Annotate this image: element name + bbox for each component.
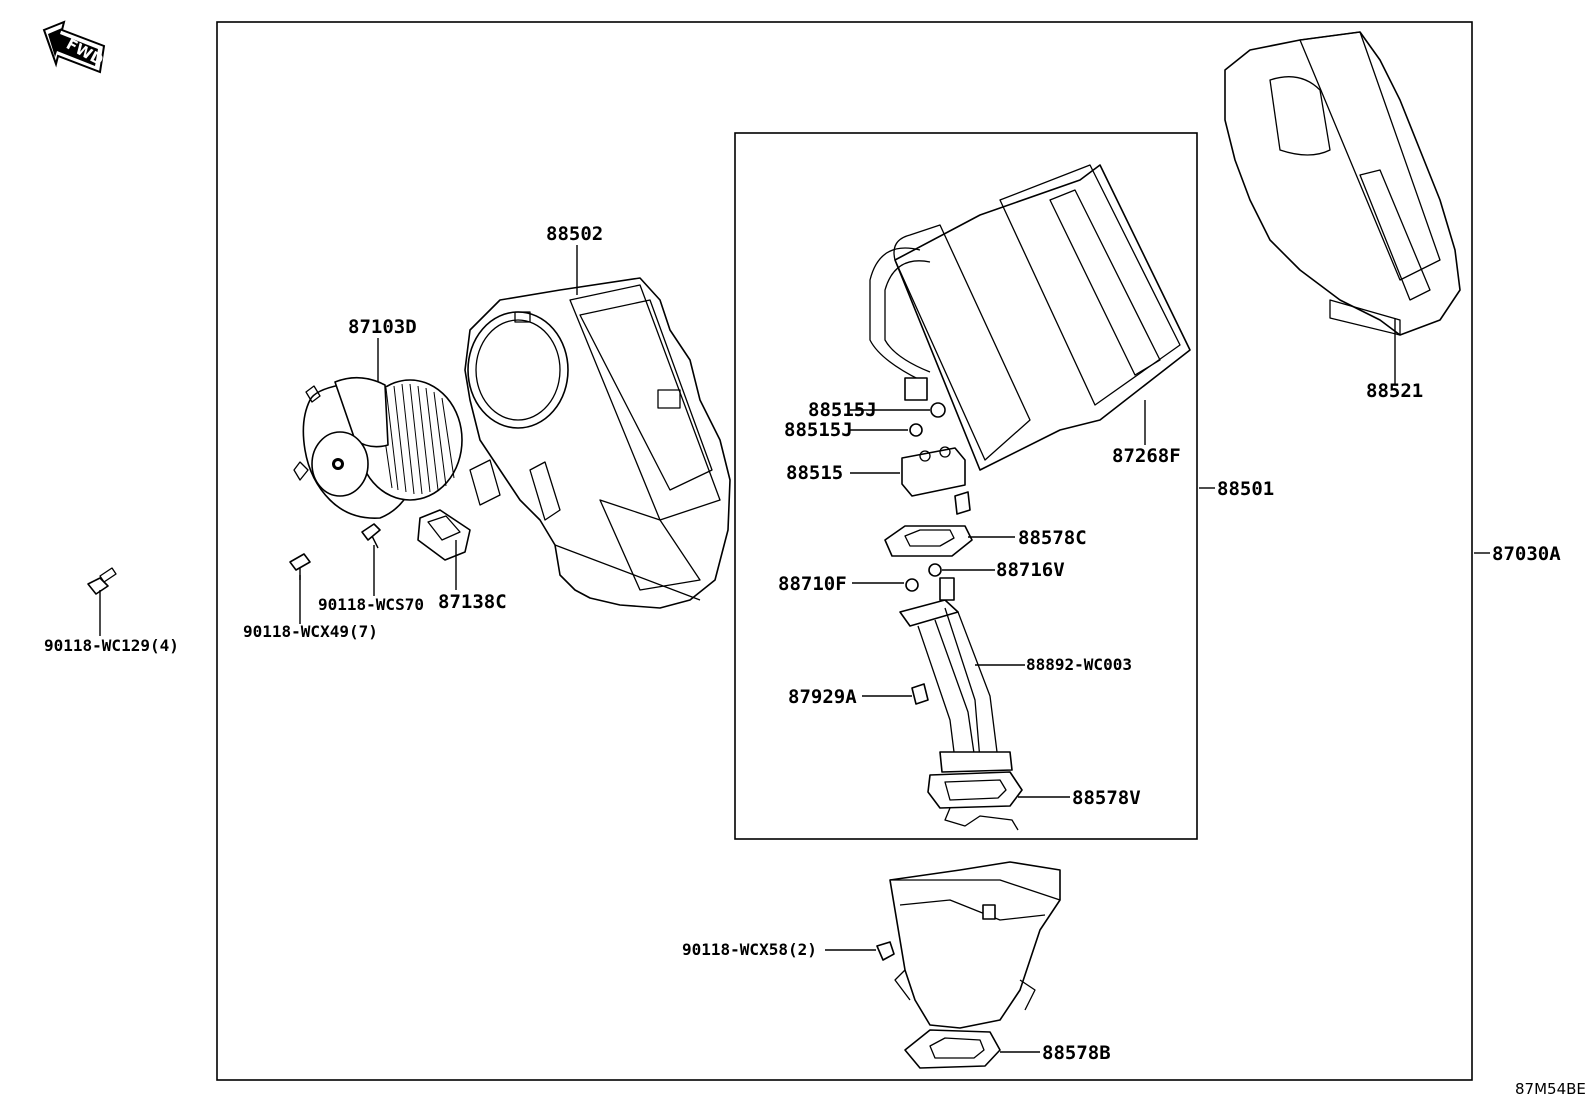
label-87103D: 87103D	[348, 316, 417, 338]
o-ring-88515J-a-icon	[930, 402, 946, 418]
o-ring-88515J-b-icon	[909, 423, 923, 437]
label-87030A: 87030A	[1492, 543, 1561, 565]
bolt-evap-icon	[954, 491, 971, 515]
label-88515: 88515	[786, 462, 843, 484]
blower-case-drawing	[464, 277, 731, 609]
label-90118-WC129: 90118-WC129(4)	[44, 636, 179, 655]
evaporator-drawing	[869, 164, 1191, 471]
bolt-87929A-icon	[911, 683, 929, 705]
label-88501: 88501	[1217, 478, 1274, 500]
tube-88892-drawing	[899, 577, 1013, 773]
label-88716V: 88716V	[996, 559, 1065, 581]
fwd-arrow-icon	[42, 20, 106, 74]
gasket-88578B-drawing	[904, 1029, 1001, 1069]
label-88892-WC003: 88892-WC003	[1026, 655, 1132, 674]
blower-motor-drawing	[293, 376, 463, 519]
o-ring-88710F-icon	[905, 578, 919, 592]
clip-wcx58-icon	[876, 941, 895, 961]
label-88515J-b: 88515J	[784, 419, 853, 441]
evaporator-subassembly-frame	[734, 132, 1198, 840]
label-87268F: 87268F	[1112, 445, 1181, 467]
label-88710F: 88710F	[778, 573, 847, 595]
label-90118-WCS70: 90118-WCS70	[318, 595, 424, 614]
duct-88521-drawing	[1224, 31, 1461, 336]
expansion-valve-drawing	[901, 446, 966, 497]
label-88521: 88521	[1366, 380, 1423, 402]
gasket-88578V-drawing	[927, 771, 1023, 831]
label-88578B: 88578B	[1042, 1042, 1111, 1064]
blower-resistor-drawing	[417, 509, 471, 561]
label-90118-WCX58: 90118-WCX58(2)	[682, 940, 817, 959]
label-87929A: 87929A	[788, 686, 857, 708]
gasket-88578C-drawing	[884, 525, 973, 557]
label-90118-WCX49: 90118-WCX49(7)	[243, 622, 378, 641]
label-88578C: 88578C	[1018, 527, 1087, 549]
screw-wcs70-icon	[361, 523, 381, 549]
o-ring-88716V-icon	[928, 563, 942, 577]
leader-lines	[99, 245, 1490, 1053]
bolt-wc129-icon	[87, 567, 117, 595]
label-88515J-a: 88515J	[808, 399, 877, 421]
label-87138C: 87138C	[438, 591, 507, 613]
assembly-outer-frame	[216, 21, 1473, 1081]
drain-case-drawing	[889, 861, 1061, 1029]
diagram-code: 87M54BE	[1515, 1080, 1586, 1098]
label-88502: 88502	[546, 223, 603, 245]
label-88578V: 88578V	[1072, 787, 1141, 809]
